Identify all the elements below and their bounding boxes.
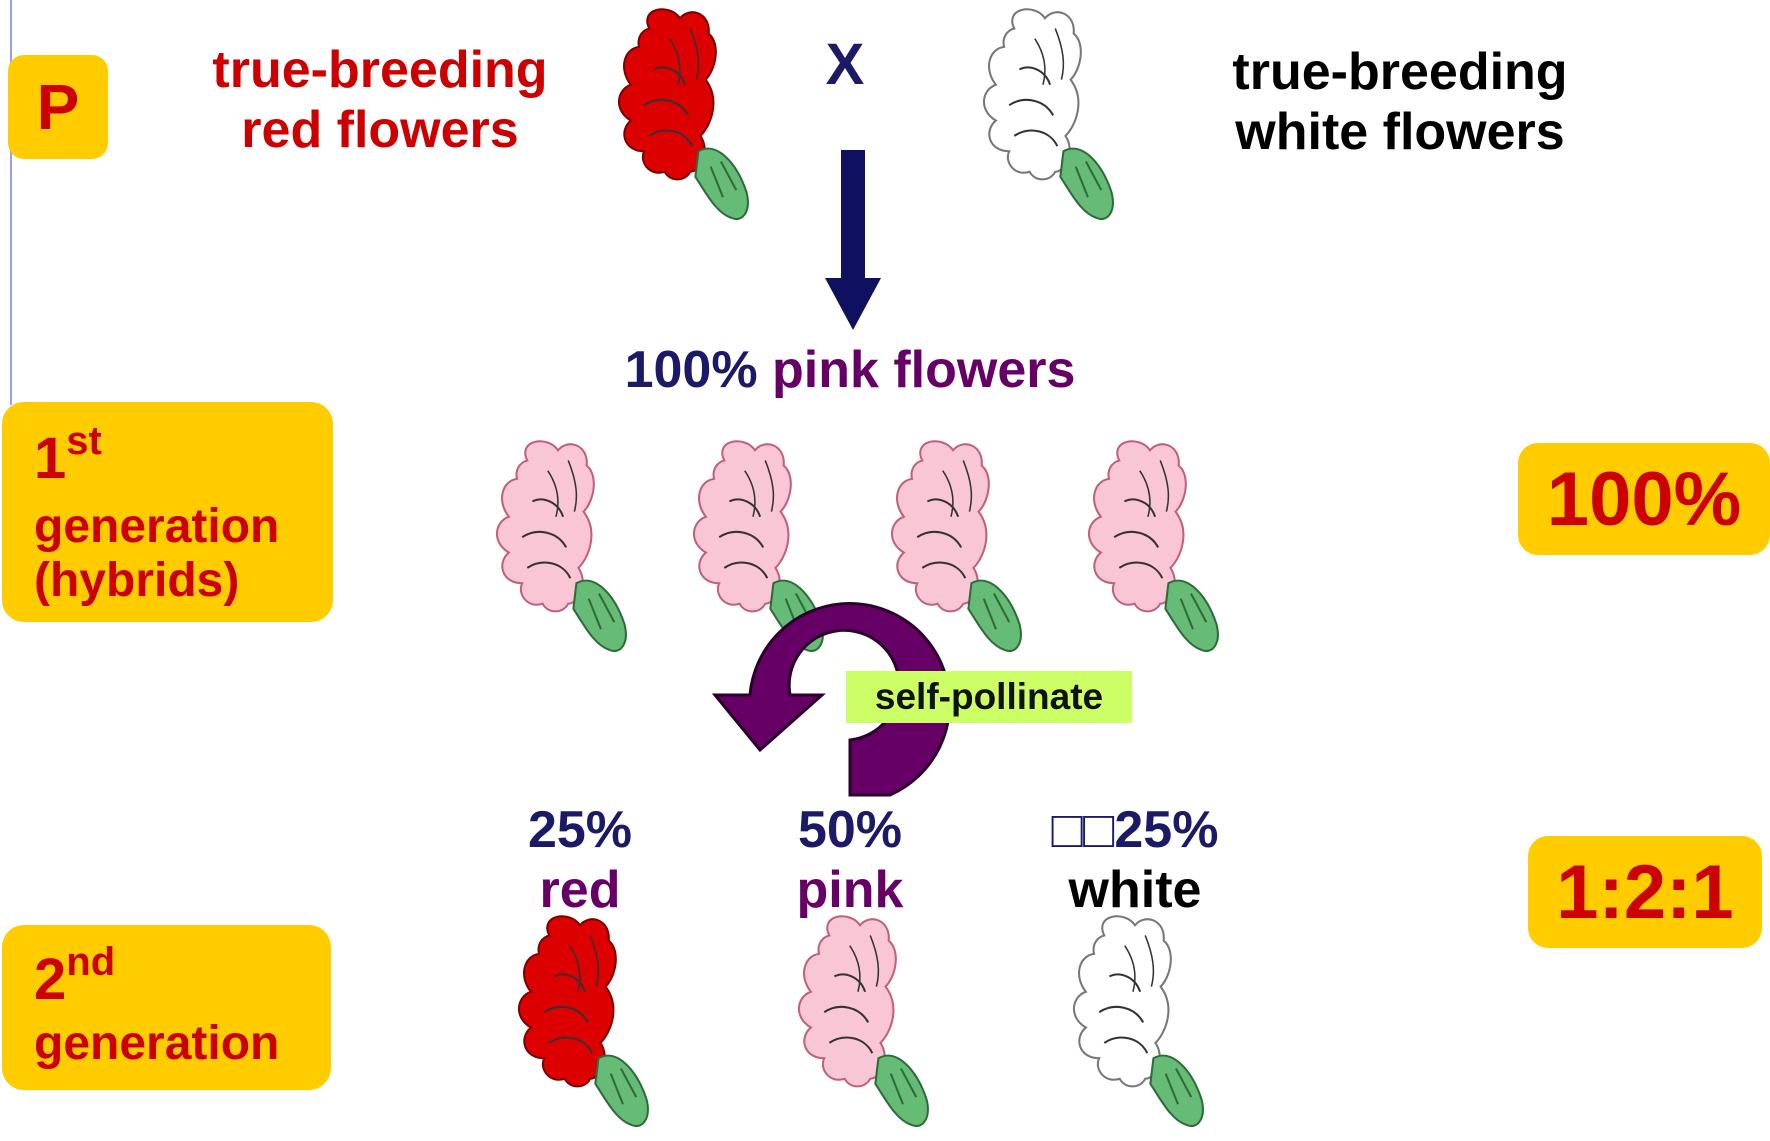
white-parent-line1: true-breeding — [1175, 42, 1625, 102]
f2-red-label: red — [470, 860, 690, 920]
f2-pink-percent: 50% — [740, 800, 960, 860]
first-generation-badge: 1st generation (hybrids) — [2, 402, 333, 622]
f1-pink-flower-icon — [1070, 440, 1230, 660]
f1-result-caption: 100% pink flowers — [540, 340, 1160, 400]
f2-white-percent: □□25% — [990, 800, 1280, 860]
self-pollinate-label: self-pollinate — [846, 671, 1132, 723]
f2-ratio-value: 1:2:1 — [1556, 849, 1733, 936]
cross-symbol: X — [800, 35, 890, 95]
f2-pink-caption: 50% pink — [740, 800, 960, 920]
f2-red-caption: 25% red — [470, 800, 690, 920]
red-parent-flower-icon — [600, 8, 760, 228]
first-generation-number: 1st — [34, 412, 333, 488]
white-parent-caption: true-breeding white flowers — [1175, 42, 1625, 162]
white-parent-line2: white flowers — [1175, 102, 1625, 162]
f1-pink-flower-icon — [478, 440, 638, 660]
f1-ratio-badge: 100% — [1518, 443, 1770, 555]
f1-result-label: pink flowers — [772, 341, 1075, 399]
f2-pink-label: pink — [740, 860, 960, 920]
f2-red-percent: 25% — [470, 800, 690, 860]
f1-result-percent: 100% — [625, 341, 758, 399]
red-parent-caption: true-breeding red flowers — [165, 40, 595, 160]
f2-ratio-badge: 1:2:1 — [1528, 836, 1762, 948]
second-generation-label: generation — [34, 1017, 331, 1071]
first-generation-label-line2: (hybrids) — [34, 554, 333, 608]
f2-white-caption: □□25% white — [990, 800, 1280, 920]
parent-generation-badge: P — [8, 55, 108, 159]
first-generation-label-line1: generation — [34, 500, 333, 554]
f1-ratio-value: 100% — [1547, 456, 1741, 543]
parent-generation-label: P — [37, 70, 80, 144]
f2-white-flower-icon — [1055, 915, 1215, 1135]
f2-red-flower-icon — [500, 915, 660, 1135]
second-generation-number: 2nd — [34, 933, 331, 1009]
red-parent-line2: red flowers — [165, 100, 595, 160]
f2-white-label: white — [990, 860, 1280, 920]
f2-pink-flower-icon — [780, 915, 940, 1135]
cross-down-arrow — [825, 150, 881, 330]
second-generation-badge: 2nd generation — [2, 925, 331, 1090]
white-parent-flower-icon — [965, 8, 1125, 228]
red-parent-line1: true-breeding — [165, 40, 595, 100]
